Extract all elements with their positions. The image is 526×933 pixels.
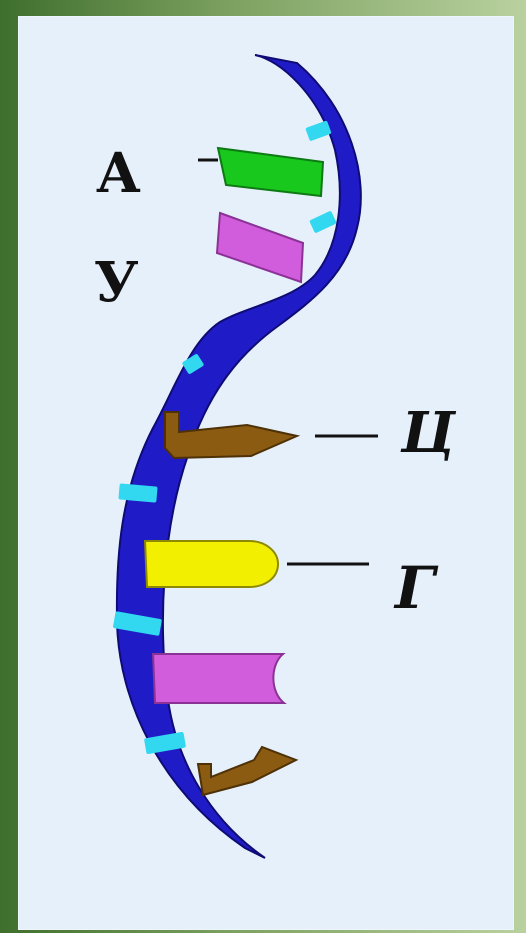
cytosine-base [198, 747, 296, 795]
uracil-base [217, 213, 303, 282]
label-guanine: Г [395, 559, 435, 617]
uracil-base [153, 654, 284, 703]
label-adenine: А [96, 145, 141, 200]
label-cytosine: Ц [401, 405, 455, 461]
guanine-base [145, 541, 278, 587]
adenine-base [218, 148, 323, 196]
label-uracil: У [94, 254, 139, 309]
